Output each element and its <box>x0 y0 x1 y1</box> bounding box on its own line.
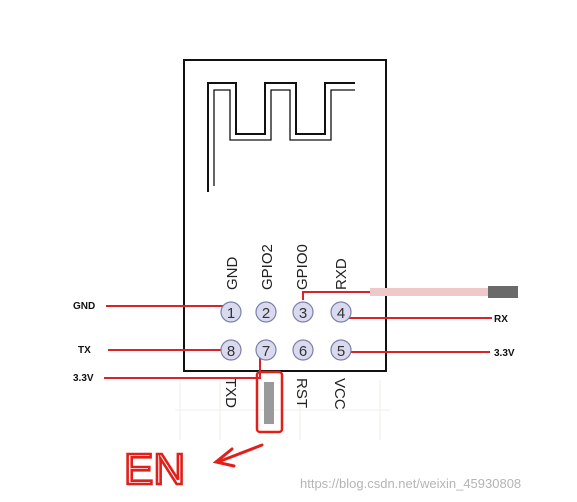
pin-4: 4 <box>330 301 352 323</box>
top-pin-labels: GND GPIO2 GPIO0 RXD <box>224 244 350 290</box>
watermark-url: https://blog.csdn.net/weixin_45930808 <box>300 476 521 491</box>
pin-3: 3 <box>292 301 314 323</box>
wire-label-gnd: GND <box>73 301 95 312</box>
pin-number: 8 <box>227 343 235 360</box>
pin-number: 3 <box>299 305 307 322</box>
pin-label-gpio2: GPIO2 <box>259 244 276 290</box>
wire-label-3v3-right: 3.3V <box>494 348 515 359</box>
pin-7: 7 <box>255 339 277 361</box>
wire-gpio0-end <box>488 286 518 298</box>
pin-2: 2 <box>255 301 277 323</box>
pin-1: 1 <box>220 301 242 323</box>
en-arrow <box>212 443 264 468</box>
pin-number: 4 <box>337 305 345 322</box>
antenna-trace-inner <box>213 89 355 186</box>
pin-5: 5 <box>330 339 352 361</box>
wire-gpio0 <box>302 291 372 300</box>
wires <box>104 291 492 379</box>
pins-bottom-row: 8 7 6 5 <box>220 339 352 361</box>
wire-gpio0-faded <box>370 288 490 296</box>
wire-label-tx: TX <box>78 345 91 356</box>
en-redaction-bar <box>264 382 274 424</box>
pin-label-rst: RST <box>293 378 310 408</box>
pin-6: 6 <box>292 339 314 361</box>
pin-number: 7 <box>262 343 270 360</box>
pin-label-gnd: GND <box>224 257 241 291</box>
pin-label-txd: TXD <box>222 378 239 408</box>
pin-label-gpio0: GPIO0 <box>294 244 311 290</box>
pin-8: 8 <box>220 339 242 361</box>
en-highlight-box <box>255 370 284 434</box>
bottom-pin-labels: TXD RST VCC <box>222 378 348 410</box>
module-outline <box>183 59 387 372</box>
pin-number: 2 <box>262 305 270 322</box>
wire-label-3v3-left: 3.3V <box>73 373 94 384</box>
wire-3v3-left <box>104 356 261 379</box>
pin-number: 5 <box>337 343 345 360</box>
pin-label-rxd: RXD <box>333 258 350 290</box>
pin-number: 6 <box>299 343 307 360</box>
antenna-trace <box>207 82 355 192</box>
pin-number: 1 <box>227 305 235 322</box>
en-annotation: EN <box>124 445 185 494</box>
pin-label-vcc: VCC <box>331 378 348 410</box>
pins-top-row: 1 2 3 4 <box>220 301 352 323</box>
wire-label-rx: RX <box>494 314 508 325</box>
